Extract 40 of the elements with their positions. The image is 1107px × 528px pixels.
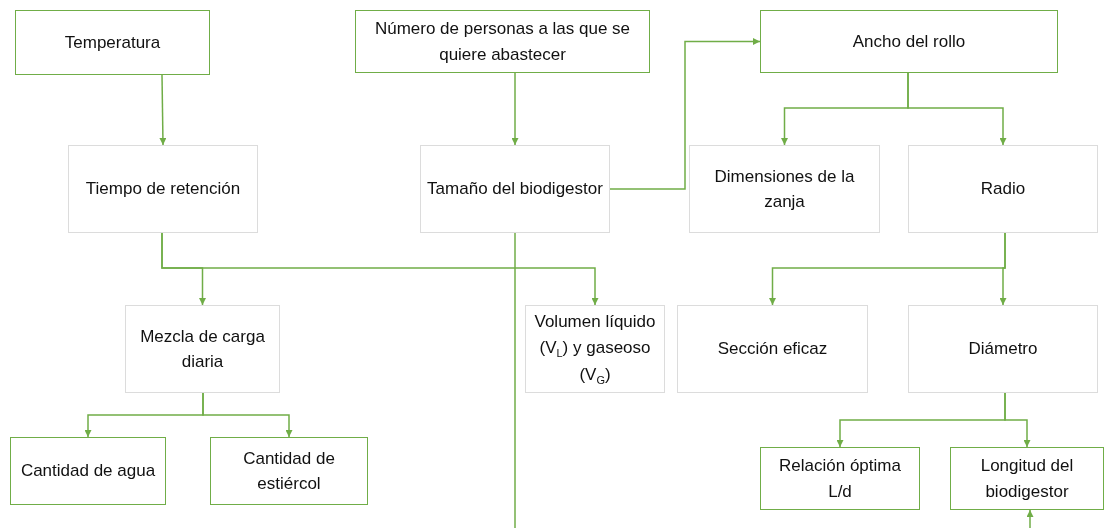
arrow	[907, 72, 1007, 146]
process-box	[125, 305, 280, 393]
node-label: Cantidad de agua	[20, 460, 156, 483]
arrow	[1026, 509, 1034, 528]
node-label: Ancho del rollo	[852, 30, 966, 53]
arrow	[1004, 392, 1031, 448]
node-label: Relación óptima L/d	[778, 455, 902, 503]
arrow	[609, 38, 761, 190]
process-box	[525, 305, 665, 393]
arrow	[511, 72, 519, 146]
arrow	[202, 392, 293, 438]
process-box	[68, 145, 258, 233]
arrow	[161, 232, 599, 306]
node-label: Radio	[980, 178, 1026, 201]
process-box	[689, 145, 880, 233]
process-box	[760, 447, 920, 510]
node-label: Longitud del biodigestor	[979, 455, 1075, 503]
process-box	[760, 10, 1058, 73]
node-label: Número de personas a las que se quiere abastecer	[373, 18, 632, 66]
process-box	[15, 10, 210, 75]
node-label: Sección eficaz	[717, 338, 828, 361]
node-label: Mezcla de carga diaria	[139, 325, 266, 373]
arrow	[159, 74, 167, 146]
node-label: Cantidad de estiércol	[242, 447, 336, 495]
node-label: Tiempo de retención	[85, 178, 241, 201]
process-box	[950, 447, 1104, 510]
process-box	[210, 437, 368, 505]
node-label: Temperatura	[64, 31, 161, 54]
process-box	[420, 145, 610, 233]
connector-line	[514, 232, 516, 528]
node-label: Diámetro	[968, 338, 1038, 361]
process-box	[908, 145, 1098, 233]
process-box	[677, 305, 868, 393]
node-label: Dimensiones de la zanja	[713, 165, 856, 213]
process-box	[908, 305, 1098, 393]
node-label: Tamaño del biodigestor	[427, 178, 603, 201]
process-box	[10, 437, 166, 505]
node-label: Volumen líquido (V$_{L}$) y gaseoso (V$_{G}$)	[533, 311, 657, 389]
arrow	[999, 232, 1007, 306]
process-box	[355, 10, 650, 73]
